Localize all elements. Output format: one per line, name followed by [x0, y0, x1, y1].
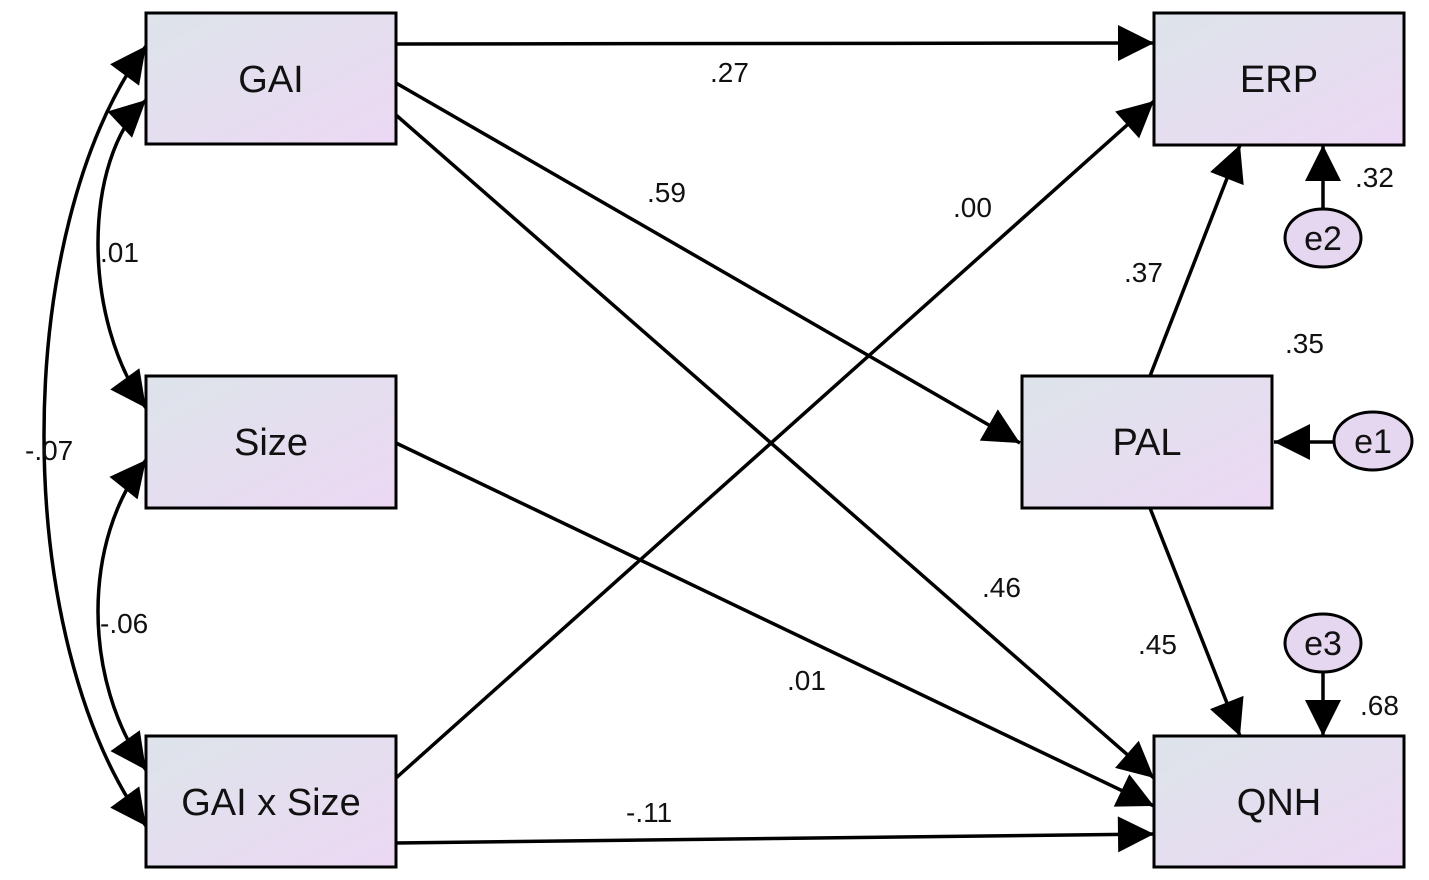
- path-gai-pal: [395, 81, 1021, 445]
- node-erp: ERP: [1152, 11, 1406, 147]
- path-pal-qnh: [1148, 507, 1244, 737]
- error-e3-label: e3: [1304, 625, 1342, 663]
- error-e3: e3: [1283, 612, 1363, 674]
- node-size-label: Size: [234, 422, 308, 464]
- coef-pal-erp: .37: [1124, 257, 1163, 288]
- cov-gai-gaixsize-value: -.07: [25, 435, 73, 466]
- node-qnh-label: QNH: [1237, 782, 1321, 824]
- coef-gai-erp: .27: [710, 57, 749, 88]
- coef-size-qnh: .01: [787, 665, 826, 696]
- coef-gaixsize-qnh: -.11: [626, 797, 672, 828]
- path-gai-erp: [395, 25, 1155, 62]
- node-gai-x-size: GAI x Size: [144, 734, 398, 869]
- cov-gai-gaixsize: [42, 44, 148, 828]
- node-pal-label: PAL: [1112, 422, 1181, 464]
- node-gai-label: GAI: [238, 59, 303, 101]
- error-e1-label: e1: [1354, 423, 1392, 461]
- node-erp-label: ERP: [1240, 59, 1318, 101]
- path-gai-qnh: [394, 113, 1156, 780]
- r2-qnh: .68: [1360, 690, 1399, 721]
- node-pal: PAL: [1020, 374, 1274, 510]
- node-qnh: QNH: [1152, 734, 1406, 869]
- coef-gai-qnh: .46: [982, 572, 1021, 603]
- cov-size-gaixsize-value: -.06: [100, 608, 148, 639]
- node-gai: GAI: [144, 11, 398, 146]
- error-e1: e1: [1332, 410, 1414, 472]
- coef-pal-qnh: .45: [1138, 629, 1177, 660]
- cov-gai-size-value: .01: [100, 237, 139, 268]
- r2-erp: .32: [1355, 162, 1394, 193]
- coef-gai-pal: .59: [647, 177, 686, 208]
- error-e2-label: e2: [1304, 220, 1342, 258]
- path-pal-erp: [1148, 144, 1244, 377]
- error-e2: e2: [1283, 207, 1363, 269]
- coef-gaixsize-erp: .00: [953, 192, 992, 223]
- path-gaixsize-qnh: [395, 816, 1155, 853]
- path-gaixsize-erp: [394, 99, 1156, 780]
- r2-pal: .35: [1285, 328, 1324, 359]
- node-gai-x-size-label: GAI x Size: [181, 782, 361, 824]
- path-size-qnh: [395, 441, 1155, 808]
- node-size: Size: [144, 374, 398, 510]
